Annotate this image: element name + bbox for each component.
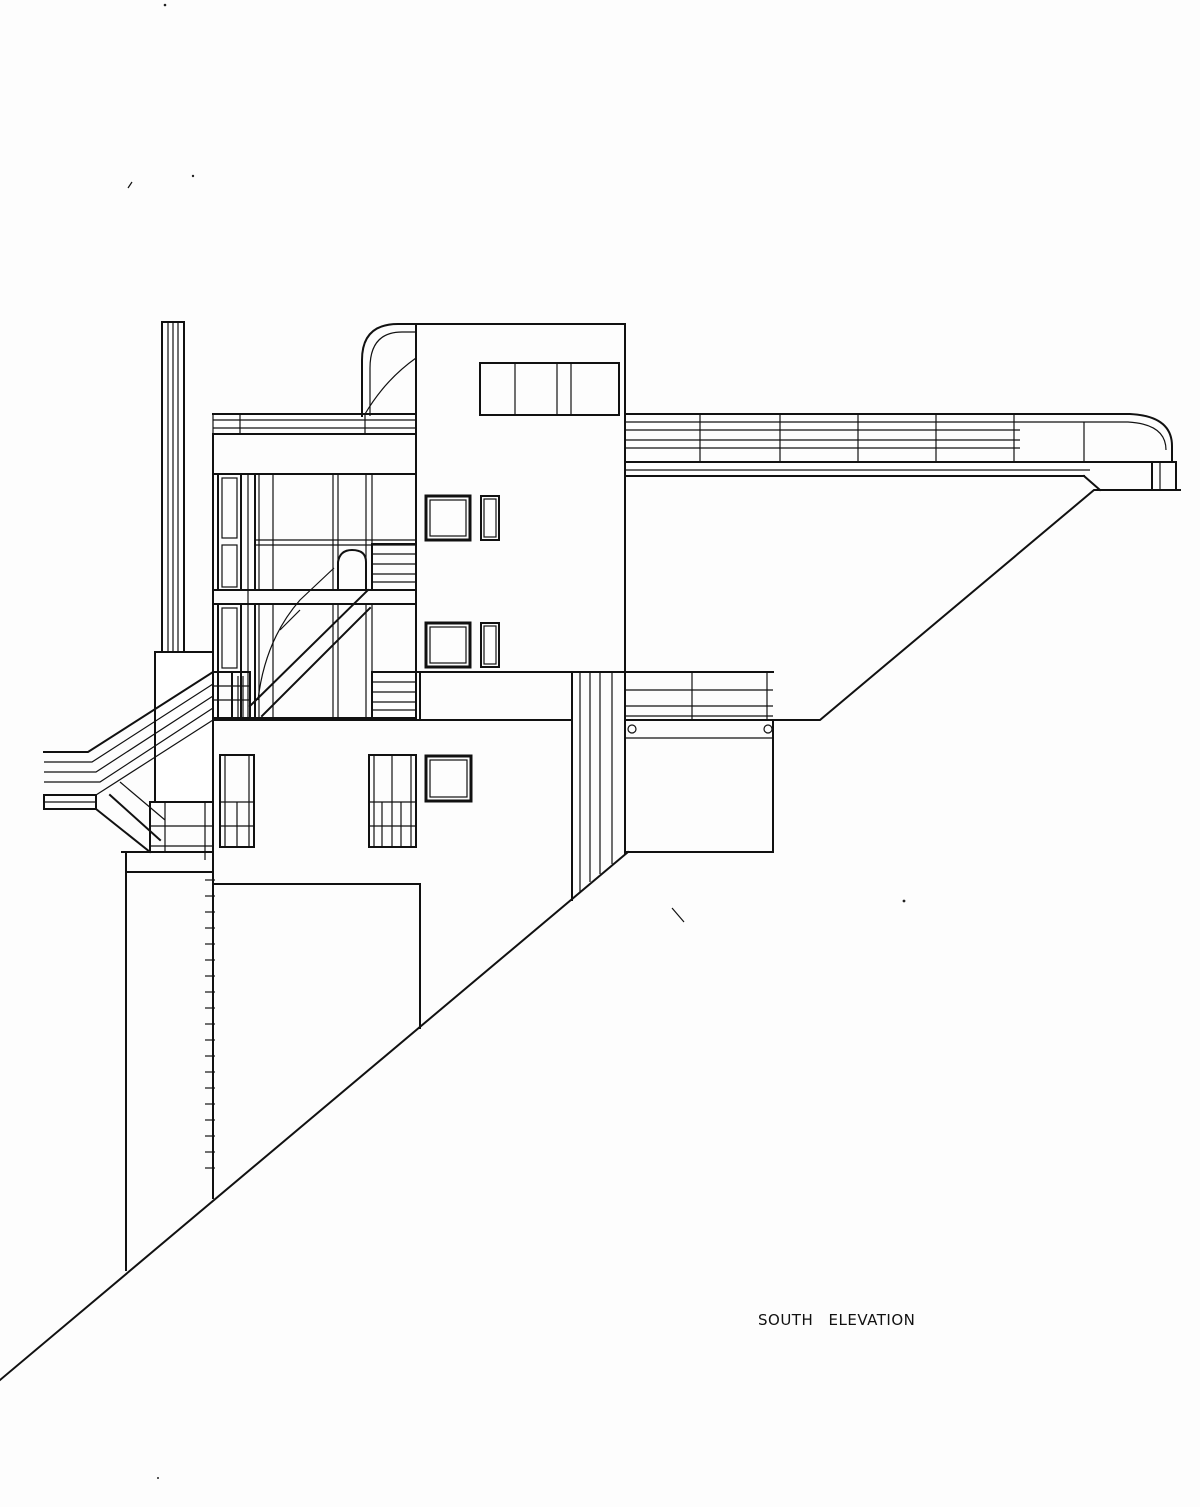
chimney — [154, 321, 214, 803]
lower-window-square — [424, 754, 473, 803]
lower-window-double — [368, 754, 417, 848]
bridge-walkway — [624, 413, 1177, 492]
stair-railing-lower — [371, 671, 417, 719]
lower-volume — [212, 671, 626, 1029]
lower-window-tall — [219, 754, 255, 848]
stair-railing-upper — [371, 543, 417, 591]
upper-block — [212, 323, 626, 719]
interior-stair — [248, 548, 372, 718]
drawing-title: SOUTH ELEVATION — [758, 1311, 916, 1329]
paper-specks — [127, 3, 906, 1479]
ladder-rungs — [205, 879, 215, 1169]
middle-terrace — [624, 671, 774, 853]
ground-line — [0, 489, 1181, 1382]
upper-square-windows — [424, 494, 500, 669]
roof-stair-curve — [361, 323, 417, 417]
exterior-stair — [43, 671, 251, 860]
upper-ribbon-window — [479, 362, 620, 416]
roof-railing — [212, 413, 417, 434]
